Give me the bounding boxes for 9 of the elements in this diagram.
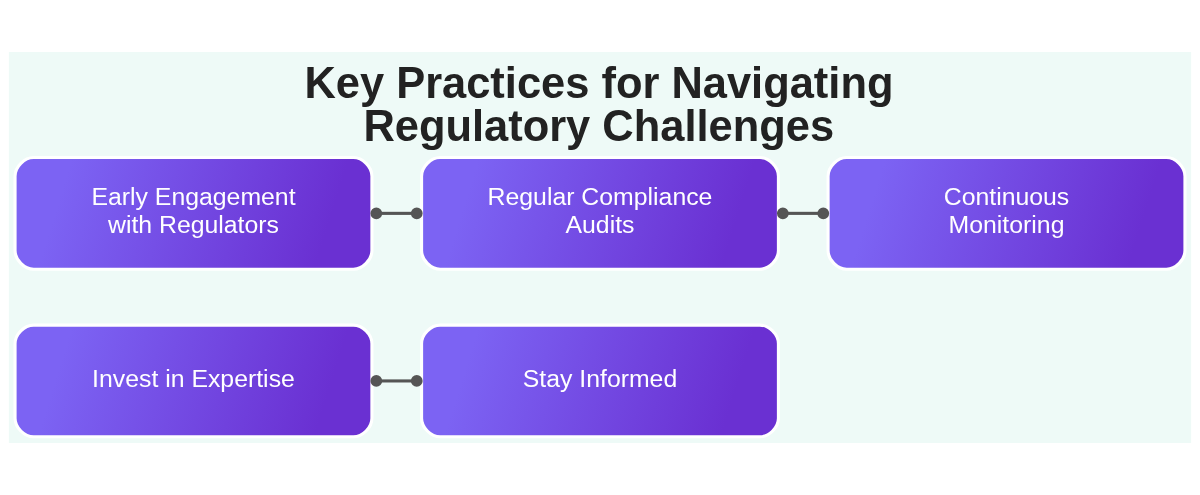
connector	[776, 207, 830, 220]
node-box: Continuous Monitoring	[826, 155, 1187, 271]
connector	[370, 207, 423, 220]
node-box: Stay Informed	[420, 323, 780, 439]
connector	[370, 375, 423, 387]
diagram-title: Key Practices for Navigating Regulatory Challenges	[304, 58, 894, 151]
node-box: Invest in Expertise	[13, 323, 374, 439]
node-box: Regular Compliance Audits	[420, 155, 780, 271]
node-box: Early Engagement with Regulators	[13, 155, 374, 271]
